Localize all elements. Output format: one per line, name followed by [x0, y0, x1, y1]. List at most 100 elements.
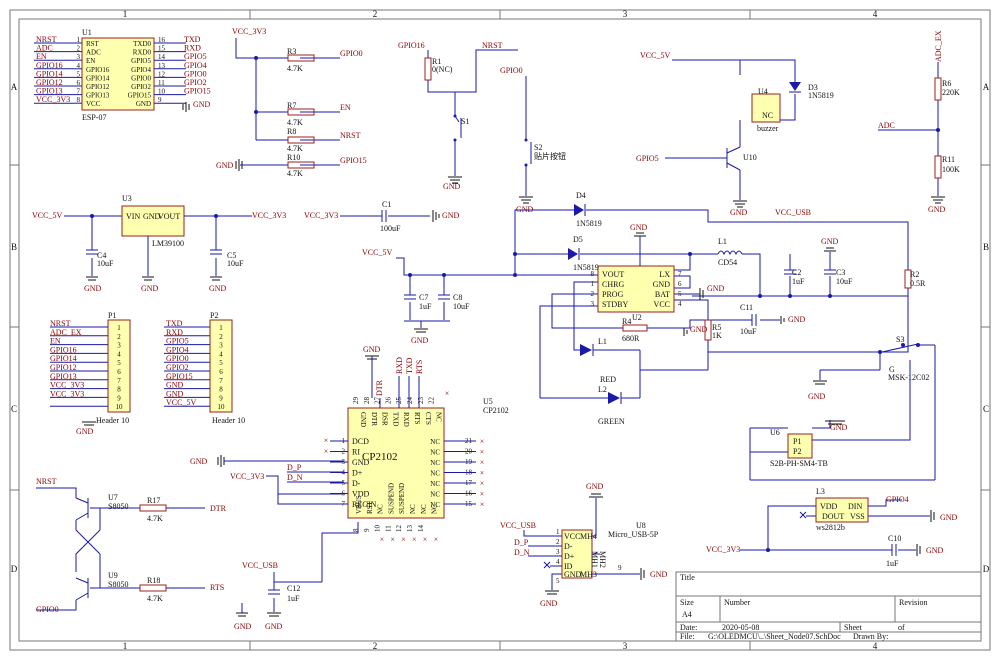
r10-val: 4.7K	[287, 169, 303, 178]
r3-ref: R3	[287, 47, 296, 56]
c4-val: 10uF	[97, 259, 114, 268]
u2-left-pin-num: 3	[591, 300, 595, 308]
r4-ref: R4	[622, 317, 631, 326]
u2-right-pin-num: 7	[678, 270, 682, 278]
reset-gnd: GND	[443, 182, 461, 191]
p2-net: GPIO2	[166, 363, 189, 372]
s3-ref: S3	[896, 335, 904, 344]
boot-button: GPIO0 S2 贴片按钮 GND	[500, 66, 566, 214]
buzzer-circuit: VCC_5V U4 NC buzzer D3 1N5819 GPIO5 U10 …	[636, 51, 834, 217]
row-a-right: A	[983, 82, 990, 92]
r4-gnd: GND	[690, 325, 708, 334]
u3-vin: VIN	[126, 212, 140, 221]
cp-left-pin-name: D+	[352, 469, 363, 478]
usb-bottom-gnd: GND	[540, 599, 558, 608]
u2-right-pin-name: VCC	[654, 300, 670, 309]
p1-net: GPIO14	[50, 354, 77, 363]
cp-dtr-net: DTR	[375, 379, 384, 396]
u2-right-pin-name: GND	[653, 280, 671, 289]
u8-pin9: 9	[618, 564, 622, 572]
u1-right-net: GPIO0	[184, 69, 207, 78]
cp-top-pin-num: 28	[363, 397, 371, 405]
u9-ref: U9	[108, 571, 118, 580]
ldo-vin-net: VCC_5V	[32, 211, 62, 220]
cp-right-pin-name: NC	[430, 480, 440, 488]
u9-val: S8050	[108, 580, 128, 589]
cp-left-pin-name: RI	[352, 448, 360, 457]
cp-bottom-gnd: GND	[234, 622, 252, 631]
cp-rxd-net: RXD	[395, 357, 404, 374]
c7-val: 1uF	[419, 302, 432, 311]
c5-ref: C5	[227, 251, 236, 260]
p1-pin-num: 10	[116, 403, 124, 411]
u2-right-pin-num: 4	[678, 300, 682, 308]
p1-pin-num: 5	[117, 359, 121, 367]
r11-val: 100K	[942, 165, 960, 174]
p2-net: RXD	[166, 328, 183, 337]
cp-top-pin-num: 26	[384, 397, 392, 405]
u4-val: buzzer	[757, 124, 779, 133]
l3-vdd: VDD	[820, 502, 838, 511]
cp-dp-net: D_P	[287, 463, 302, 472]
c11-ref: C11	[740, 303, 753, 312]
l3-din: DIN	[848, 502, 862, 511]
adc-ex-net: ADC_EX	[934, 30, 943, 62]
r10-ref: R10	[287, 153, 300, 162]
cp-bottom-pin-name: VBUS	[355, 495, 363, 514]
u1-right-pin-num: 9	[158, 96, 162, 104]
cp-bottom-pin-num: 12	[395, 525, 403, 533]
u8-dminus: D-	[564, 542, 573, 551]
cp-txd-net: TXD	[405, 357, 414, 374]
cp-top-pin-num: 24	[406, 397, 414, 405]
p2-pin-num: 3	[219, 342, 223, 350]
l3-ref: L3	[816, 487, 825, 496]
cp-nc-mark: ×	[480, 469, 485, 478]
u1-left-pin-name: GPIO12	[86, 83, 110, 91]
u7-val: S8050	[108, 502, 128, 511]
u8-pin2: 2	[556, 538, 560, 546]
auto-program-circuit: NRST U7 S8050 R17 4.7K DTR U9 S8050 R18 …	[36, 477, 227, 614]
u8-pin1: 1	[556, 528, 560, 536]
c1-val: 100uF	[380, 224, 401, 233]
u1-left-net: GPIO14	[36, 69, 63, 78]
r7-val: 4.7K	[287, 118, 303, 127]
l3-vss: VSS	[850, 512, 865, 521]
d4-val: 1N5819	[576, 219, 602, 228]
u8-part: Micro_USB-5P	[608, 530, 659, 539]
u1-right-pin-num: 12	[158, 70, 166, 78]
p1-pin-num: 4	[117, 350, 121, 358]
of-label: of	[898, 623, 905, 632]
cp-bottom-pin-num: 14	[417, 525, 425, 533]
led2-val: GREEN	[598, 417, 625, 426]
s3-g: G	[889, 365, 895, 374]
r3-val: 4.7K	[287, 64, 303, 73]
u8-gnd: GND	[564, 570, 582, 579]
r8-val: 4.7K	[287, 144, 303, 153]
cp-rts-net: RTS	[415, 360, 424, 374]
u1-left-net: GPIO16	[36, 61, 63, 70]
u1-ref: U1	[82, 28, 92, 37]
row-c-left: C	[11, 404, 17, 414]
p2-net: VCC_5V	[166, 398, 196, 407]
r6-val: 220K	[942, 88, 960, 97]
c7-gnd: GND	[411, 336, 429, 345]
u7-ref: U7	[108, 493, 118, 502]
u1-left-pin-name: EN	[86, 57, 95, 65]
p1-pin-num: 2	[117, 333, 121, 341]
cp-top-pin-num: 27	[374, 397, 382, 405]
cp-top-pin-name: CTS	[424, 412, 432, 425]
u1-left-pin-num: 3	[77, 53, 81, 61]
row-d-left: D	[11, 564, 18, 574]
l3-vcc: VCC_3V3	[706, 545, 740, 554]
u2-left-pin-name: STDBY	[602, 300, 628, 309]
pullup-resistors: VCC_3V3 R3 4.7K GPIO0 R7 4.7K EN R8 4.7K…	[216, 27, 367, 178]
u1-right-net: GPIO2	[184, 78, 207, 87]
u2-left-pin-name: CHRG	[602, 280, 624, 289]
reset-net-nrst: NRST	[482, 41, 503, 50]
u1-left-pin-num: 4	[77, 62, 81, 70]
u1-left-pin-num: 8	[77, 96, 81, 104]
u8-dplus: D+	[564, 552, 575, 561]
c4-gnd: GND	[84, 284, 102, 293]
